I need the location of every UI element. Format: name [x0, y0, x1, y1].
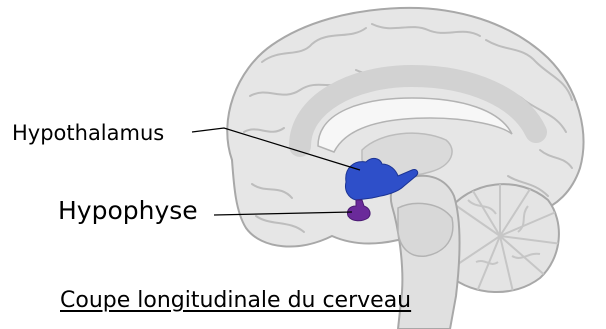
label-hypophyse: Hypophyse	[58, 196, 198, 225]
cerebellum	[445, 180, 562, 296]
label-hypothalamus: Hypothalamus	[12, 121, 164, 145]
figure-caption: Coupe longitudinale du cerveau	[60, 288, 411, 313]
